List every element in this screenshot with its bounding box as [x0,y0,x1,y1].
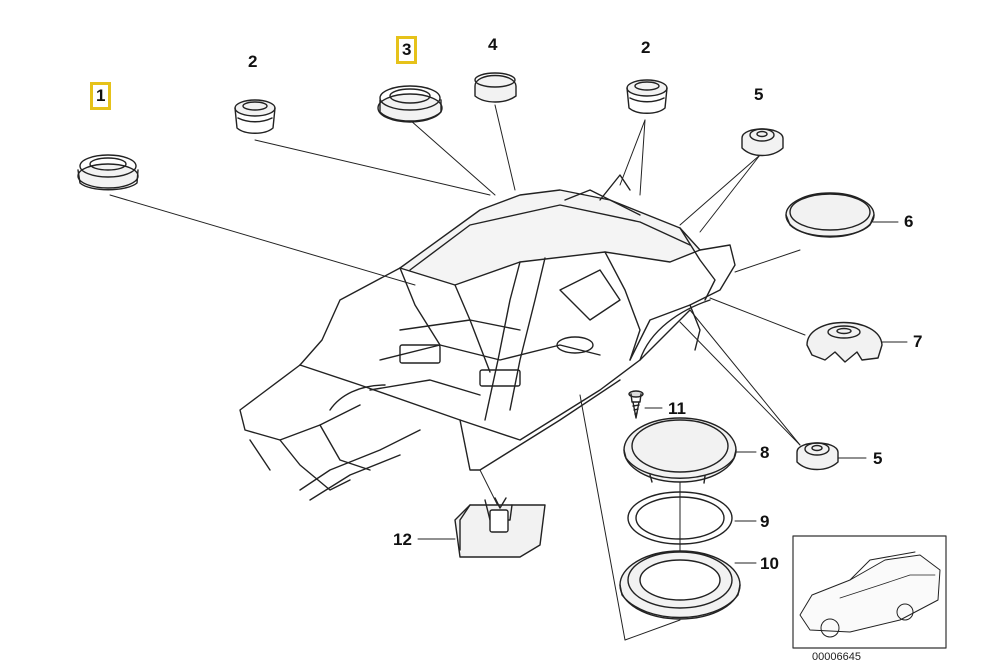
part-10-seal [619,550,741,620]
callout-8[interactable]: 8 [760,443,770,462]
callout-7[interactable]: 7 [913,332,923,351]
part-8-cover-plate [623,417,737,484]
part-9-ring [627,491,733,545]
callout-6[interactable]: 6 [904,212,914,231]
callout-2-left[interactable]: 2 [248,52,258,71]
callout-9[interactable]: 9 [760,512,770,531]
part-5-rubber-nut-top [741,128,784,157]
callout-4[interactable]: 4 [488,35,498,54]
part-5-rubber-nut-bottom [796,442,839,471]
part-1-grommet [77,154,139,191]
thumbnail-inset [792,535,947,649]
part-2-plug-left [234,99,276,134]
part-6-cover [785,192,875,238]
document-code: 00006645 [812,651,861,663]
callout-10[interactable]: 10 [760,554,779,573]
part-7-cap [806,321,883,363]
callout-12[interactable]: 12 [393,530,412,549]
callout-5-top[interactable]: 5 [754,85,764,104]
callout-1[interactable]: 1 [90,82,112,110]
callout-5-bottom[interactable]: 5 [873,449,883,468]
part-11-screw [628,390,644,419]
part-4-cap [474,72,517,103]
callout-2-right[interactable]: 2 [641,38,651,57]
callout-3[interactable]: 3 [396,36,418,64]
part-12-holder [454,497,546,558]
leader-lines [109,104,908,641]
part-3-grommet [377,85,443,123]
part-2-plug-right [626,79,668,114]
callout-11[interactable]: 11 [668,399,686,418]
